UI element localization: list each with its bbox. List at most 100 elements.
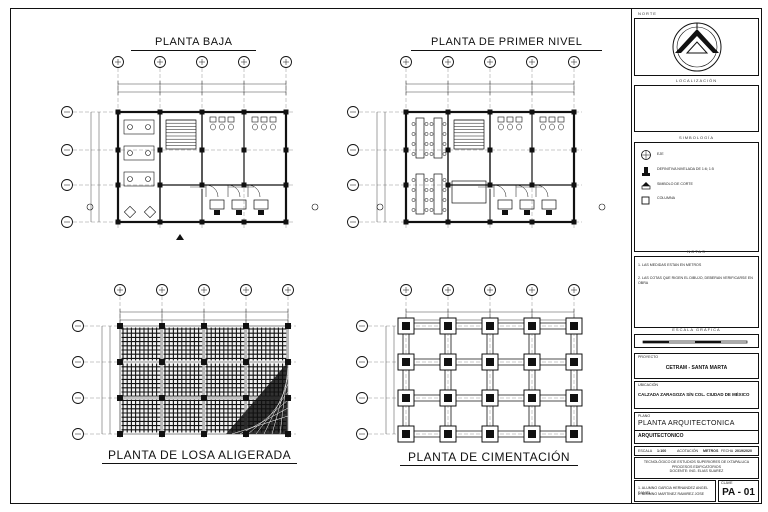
fixture — [218, 116, 226, 123]
escala-label: ESCALA — [638, 449, 653, 453]
drawings — [61, 56, 606, 443]
fecha-label: FECHA — [721, 449, 734, 453]
office-desk — [519, 199, 535, 210]
column — [117, 323, 123, 329]
column — [445, 147, 451, 153]
ubicacion-box: UBICACIÓN CALZADA ZARAGOZA S/N COL. CIUD… — [634, 381, 759, 409]
primer-nivel-plan — [347, 56, 606, 228]
column — [445, 182, 451, 188]
column — [487, 109, 493, 115]
nota-2: 2. LAS COTAS QUE RIGEN EL DIBUJO, DEBERA… — [638, 276, 753, 285]
column — [285, 395, 291, 401]
column — [445, 219, 451, 225]
column — [571, 219, 577, 225]
column — [243, 359, 249, 365]
column — [283, 182, 289, 188]
column — [157, 219, 163, 225]
column — [283, 147, 289, 153]
localizacion-label: LOCALIZACIÓN — [675, 78, 718, 83]
cimentacion-plan — [356, 284, 583, 443]
nota-1: 1. LAS MEDIDAS ESTAN EN METROS — [638, 263, 702, 267]
column — [157, 147, 163, 153]
office-desk — [497, 199, 513, 210]
column — [529, 109, 535, 115]
notas-label: NOTAS — [687, 249, 706, 254]
plano-box: PLANO PLANTA ARQUITECTONICA ARQUITECTONI… — [634, 412, 759, 444]
nivel-icon — [644, 167, 648, 173]
column — [117, 359, 123, 365]
losa-title: PLANTA DE LOSA ALIGERADA — [102, 448, 298, 464]
column — [157, 109, 163, 115]
conference-table — [415, 173, 425, 215]
title-block: NORTE LOCALIZACIÓN SIMBOLOGÍA EJE DEFINI… — [631, 8, 762, 504]
fixture — [251, 116, 259, 123]
desk — [123, 145, 155, 161]
column — [201, 323, 207, 329]
desk — [123, 119, 155, 135]
column — [159, 359, 165, 365]
institucion-box: TECNOLÓGICO DE ESTUDIOS SUPERIORES DE IX… — [634, 457, 759, 479]
losa-label: PLANTA DE LOSA ALIGERADA — [108, 448, 292, 462]
fixture — [557, 116, 565, 123]
alumnos-1: 1. ALUMNO GARCIA HERNANDEZ ANGEL DANIEL — [638, 486, 708, 495]
column — [403, 147, 409, 153]
column — [201, 431, 207, 437]
fixture — [269, 116, 277, 123]
fixture — [497, 116, 505, 123]
losa-plan — [72, 284, 296, 440]
planta-baja-plan — [61, 56, 319, 240]
institucion-1: TECNOLÓGICO DE ESTUDIOS SUPERIORES DE IX… — [643, 460, 750, 464]
proyecto-value: CETRAM - SANTA MARTA — [665, 365, 728, 371]
column — [241, 147, 247, 153]
planta-baja-title: PLANTA BAJA — [131, 36, 257, 51]
fixture — [506, 116, 514, 123]
clave-value: PA - 01 — [722, 487, 755, 498]
column — [159, 323, 165, 329]
column — [403, 219, 409, 225]
column — [445, 109, 451, 115]
column — [285, 431, 291, 437]
column — [571, 109, 577, 115]
column — [487, 182, 493, 188]
norte-label: NORTE — [638, 11, 657, 16]
column — [487, 147, 493, 153]
primer-nivel-title: PLANTA DE PRIMER NIVEL — [411, 36, 603, 51]
cimentacion-title: PLANTA DE CIMENTACIÓN — [400, 450, 579, 466]
office-desk — [209, 199, 225, 210]
column — [159, 395, 165, 401]
conference-table — [415, 117, 425, 159]
section-mark — [86, 203, 94, 211]
reception-desk — [451, 180, 487, 204]
column — [571, 147, 577, 153]
column — [243, 431, 249, 437]
plano-label: PLANO — [638, 414, 651, 418]
column — [159, 431, 165, 437]
office-desk — [253, 199, 269, 210]
fixture — [539, 116, 547, 123]
conference-table — [433, 117, 443, 159]
cimentacion-label: PLANTA DE CIMENTACIÓN — [408, 450, 571, 464]
localizacion-box — [634, 85, 759, 132]
simbologia-label: SIMBOLOGÍA — [678, 135, 715, 140]
column — [201, 359, 207, 365]
fixture — [548, 116, 556, 123]
column — [571, 182, 577, 188]
column — [487, 219, 493, 225]
sym-corte: SIMBOLO DE CORTE — [657, 182, 693, 186]
column — [115, 182, 121, 188]
door-arc — [205, 184, 219, 198]
column — [243, 395, 249, 401]
column — [241, 182, 247, 188]
column — [199, 219, 205, 225]
office-desk — [541, 199, 557, 210]
column — [403, 182, 409, 188]
clave-label: CLAVE — [721, 481, 733, 485]
section-mark — [311, 203, 319, 211]
drawing-sheet — [10, 8, 762, 504]
column — [283, 219, 289, 225]
column — [117, 395, 123, 401]
fecha-value: 2019/2020 — [735, 449, 752, 453]
column — [199, 147, 205, 153]
clave-box: CLAVE PA - 01 — [718, 480, 759, 502]
fixture — [227, 116, 235, 123]
